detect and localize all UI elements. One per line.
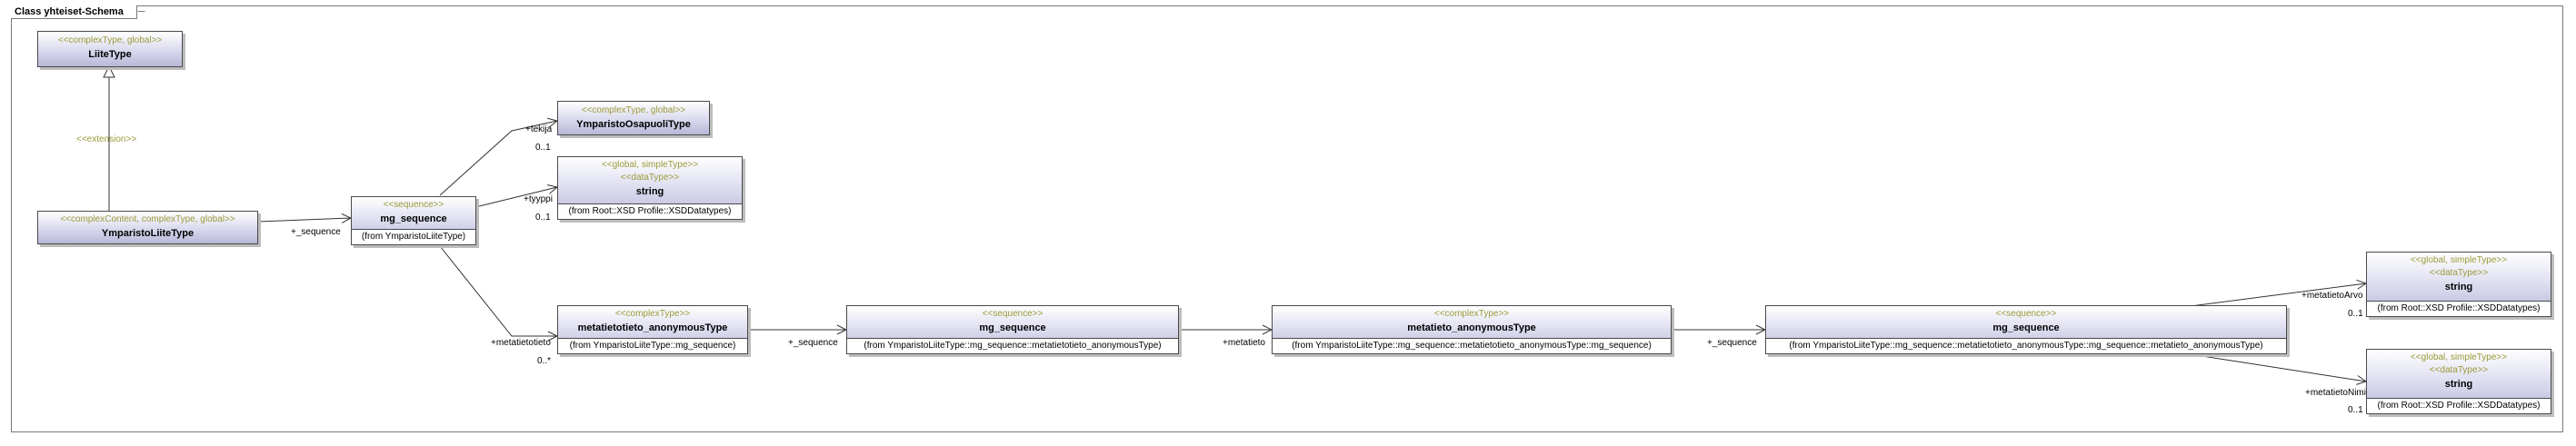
class-string-tyyppi[interactable]: <<global, simpleType>> <<dataType>> stri… — [557, 156, 743, 220]
metatietoarvo-edge[interactable] — [2190, 283, 2366, 307]
class-mg-sequence-2[interactable]: <<sequence>> mg_sequence (from Ymparisto… — [846, 305, 1179, 354]
from-label: (from YmparistoLiiteType::mg_sequence::m… — [1273, 338, 1671, 353]
class-string-nimi[interactable]: <<global, simpleType>> <<dataType>> stri… — [2366, 349, 2551, 414]
role-sequence-2: +_sequence — [788, 338, 838, 348]
tekija-edge[interactable] — [439, 121, 557, 196]
role-metatietotieto: +metatietotieto — [491, 338, 551, 348]
stereotype-label-2: <<dataType>> — [2429, 365, 2489, 375]
metatietotieto-edge[interactable] — [439, 245, 557, 336]
stereotype-label: <<complexContent, complexType, global>> — [60, 214, 235, 224]
stereotype-label: <<global, simpleType>> — [2410, 352, 2508, 362]
mult-metatietotieto: 0..* — [537, 356, 552, 366]
class-liitetype[interactable]: <<complexType, global>> LiiteType — [37, 31, 183, 67]
class-name: string — [635, 186, 664, 197]
class-mg-sequence-3[interactable]: <<sequence>> mg_sequence (from Ymparisto… — [1765, 305, 2287, 354]
stereotype-label: <<complexType, global>> — [57, 35, 163, 45]
stereotype-label-2: <<dataType>> — [620, 173, 680, 183]
role-tekija: +tekija — [525, 124, 553, 134]
stereotype-label: <<complexType, global>> — [581, 105, 686, 115]
class-name: string — [2444, 282, 2473, 292]
class-ymparistoosapuolitype[interactable]: <<complexType, global>> YmparistoOsapuol… — [557, 101, 710, 135]
stereotype-label: <<complexType>> — [614, 309, 691, 319]
class-name: mg_sequence — [380, 213, 447, 224]
stereotype-label: <<sequence>> — [1995, 309, 2057, 319]
class-name: metatieto_anonymousType — [1407, 322, 1536, 333]
extension-label: <<extension>> — [76, 134, 137, 144]
stereotype-label: <<complexType>> — [1433, 309, 1510, 319]
role-sequence-3: +_sequence — [1707, 338, 1757, 348]
metatietonimi-edge[interactable] — [2190, 353, 2366, 382]
mult-tyyppi: 0..1 — [535, 213, 551, 223]
from-label: (from Root::XSD Profile::XSDDatatypes) — [558, 203, 742, 219]
from-label: (from Root::XSD Profile::XSDDatatypes) — [2367, 301, 2551, 316]
stereotype-label: <<sequence>> — [982, 309, 1043, 319]
class-string-arvo[interactable]: <<global, simpleType>> <<dataType>> stri… — [2366, 252, 2551, 317]
role-metatietoarvo: +metatietoArvo — [2301, 291, 2363, 301]
class-name: YmparistoOsapuoliType — [576, 119, 691, 130]
role-metatieto: +metatieto — [1223, 338, 1265, 348]
from-label: (from YmparistoLiiteType::mg_sequence::m… — [847, 338, 1178, 353]
from-label: (from YmparistoLiiteType::mg_sequence) — [558, 338, 747, 353]
role-tyyppi: +tyyppi — [524, 194, 553, 204]
sequence-edge-1[interactable] — [257, 218, 351, 222]
class-metatieto-anonymoustype[interactable]: <<complexType>> metatieto_anonymousType … — [1272, 305, 1672, 354]
class-name: string — [2444, 379, 2473, 390]
extension-triangle — [103, 64, 115, 78]
diagram-frame-title: Class yhteiset-Schema — [11, 5, 137, 19]
stereotype-label: <<global, simpleType>> — [601, 160, 699, 170]
from-label: (from YmparistoLiiteType::mg_sequence::m… — [1766, 338, 2286, 353]
role-sequence-1: +_sequence — [291, 227, 341, 237]
mult-tekija: 0..1 — [535, 143, 551, 153]
class-ymparistoliitetype[interactable]: <<complexContent, complexType, global>> … — [37, 211, 258, 244]
class-name: mg_sequence — [979, 322, 1046, 333]
tyyppi-edge[interactable] — [474, 187, 557, 208]
class-metatietotieto-anonymoustype[interactable]: <<complexType>> metatietotieto_anonymous… — [557, 305, 748, 354]
role-metatietonimi: +metatietoNimi — [2305, 388, 2366, 398]
class-mg-sequence-1[interactable]: <<sequence>> mg_sequence (from Ymparisto… — [351, 196, 476, 245]
class-name: YmparistoLiiteType — [101, 228, 195, 239]
mult-metatietoarvo: 0..1 — [2348, 309, 2363, 319]
class-name: mg_sequence — [1992, 322, 2060, 333]
mult-metatietonimi: 0..1 — [2348, 405, 2363, 415]
from-label: (from YmparistoLiiteType) — [352, 229, 475, 244]
class-name: LiiteType — [88, 49, 132, 60]
stereotype-label-2: <<dataType>> — [2429, 268, 2489, 278]
from-label: (from Root::XSD Profile::XSDDatatypes) — [2367, 398, 2551, 413]
stereotype-label: <<sequence>> — [383, 200, 444, 210]
stereotype-label: <<global, simpleType>> — [2410, 255, 2508, 265]
diagram-frame — [11, 5, 2563, 432]
class-name: metatietotieto_anonymousType — [577, 322, 728, 333]
